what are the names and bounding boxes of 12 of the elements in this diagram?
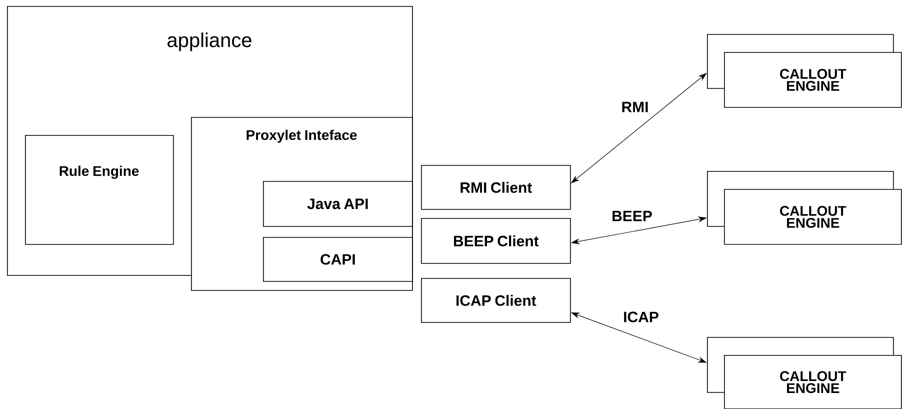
engine-box: CALLOUT ENGINE xyxy=(724,52,902,108)
process-box: Rule Engine xyxy=(25,135,174,245)
client-box: BEEP Client xyxy=(421,218,571,264)
engine-box: CALLOUT ENGINE xyxy=(724,189,902,245)
edge-label: BEEP xyxy=(610,210,654,222)
process-box: CAPI xyxy=(263,237,413,282)
client-box: ICAP Client xyxy=(421,278,571,323)
edge-label: ICAP xyxy=(622,310,660,324)
client-box: RMI Client xyxy=(421,165,571,210)
edge-label: RMI xyxy=(620,100,650,114)
engine-box: CALLOUT ENGINE xyxy=(724,355,902,409)
process-box: Java API xyxy=(263,181,413,227)
